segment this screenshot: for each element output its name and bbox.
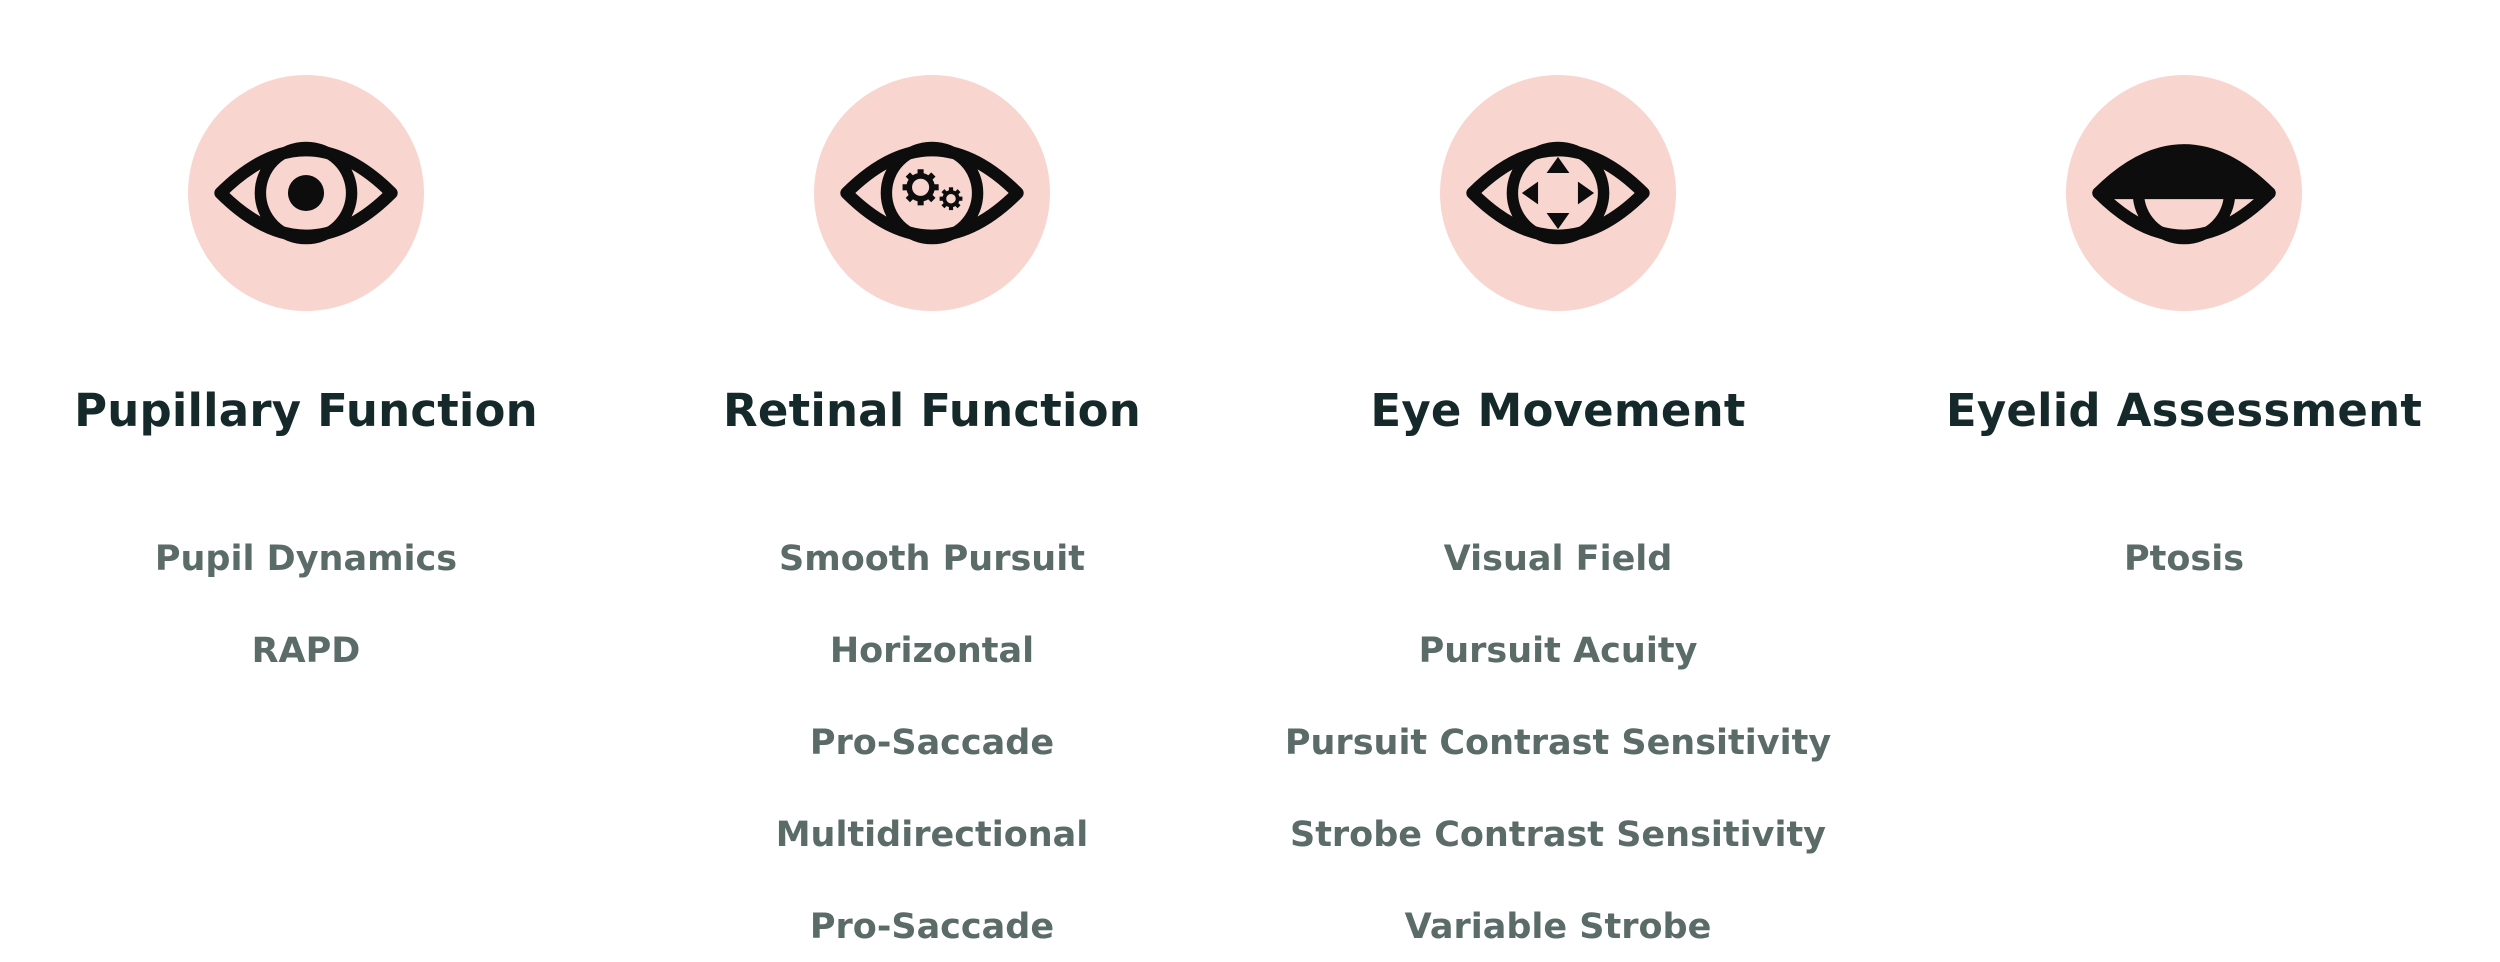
category-item: Variable Strobe [1404,907,1712,948]
category-item-list: Smooth Pursuit Horizontal Pro-Saccade Mu… [776,534,1089,952]
eye-pupil-icon [214,141,398,245]
category-item: Horizontal [829,631,1035,672]
eye-arrows-icon [1466,141,1650,245]
category-eyelid-assessment: Eyelid Assessment Ptosis [1904,0,2464,962]
icon-badge [814,75,1050,311]
category-item: RAPD [251,631,361,672]
category-title: Retinal Function [723,384,1141,437]
category-item-list: Ptosis [2124,534,2244,584]
category-retinal-function: Retinal Function Smooth Pursuit Horizont… [652,0,1212,962]
category-item: Pro-Saccade [809,907,1055,948]
category-title: Pupillary Function [74,384,538,437]
category-item: Pursuit Acuity [1418,631,1698,672]
category-item: Pursuit Contrast Sensitivity [1284,723,1832,764]
icon-badge [2066,75,2302,311]
category-item: Smooth Pursuit [779,539,1085,580]
category-eye-movement: Eye Movement Visual Field Pursuit Acuity… [1278,0,1838,962]
category-item-list: Visual Field Pursuit Acuity Pursuit Cont… [1285,534,1831,952]
category-title: Eye Movement [1370,384,1746,437]
eye-gears-icon [840,141,1024,245]
category-pupillary-function: Pupillary Function Pupil Dynamics RAPD [26,0,586,962]
icon-badge [1440,75,1676,311]
category-item: Multidirectional [775,815,1089,856]
category-item: Pro-Saccade [809,723,1055,764]
category-item: Pupil Dynamics [154,539,458,580]
category-title: Eyelid Assessment [1945,384,2423,437]
category-item: Ptosis [2123,539,2245,580]
icon-badge [188,75,424,311]
eye-drooping-lid-icon [2092,144,2276,245]
category-item: Visual Field [1443,539,1673,580]
category-item-list: Pupil Dynamics RAPD [155,534,457,676]
category-item: Strobe Contrast Sensitivity [1289,815,1826,856]
